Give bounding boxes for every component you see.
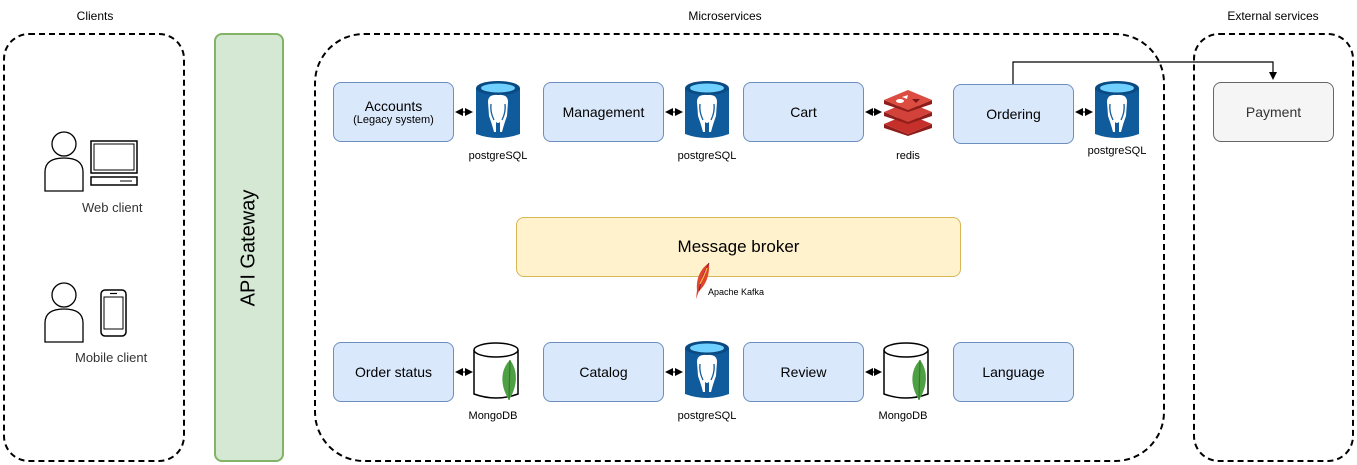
microservices-group (314, 33, 1165, 462)
web-user-icon (44, 131, 84, 192)
management-db-label: postgreSQL (677, 150, 737, 162)
review-db-label: MongoDB (878, 410, 928, 422)
catalog-postgresql-icon (685, 341, 729, 398)
review-mongodb-icon (883, 342, 929, 401)
cart-label: Cart (790, 104, 817, 120)
ordering-db-label: postgreSQL (1087, 145, 1147, 157)
mobile-client-label: Mobile client (75, 350, 148, 365)
catalog-db-label: postgreSQL (677, 410, 737, 422)
payment-label: Payment (1245, 104, 1302, 120)
microservices-group-title: Microservices (688, 9, 762, 23)
management-service: Management (543, 82, 664, 142)
accounts-service: Accounts (Legacy system) (333, 82, 454, 142)
external-group-title: External services (1227, 9, 1319, 23)
ordering-postgresql-icon (1095, 81, 1139, 138)
accounts-label: Accounts (364, 97, 423, 114)
language-label: Language (982, 364, 1045, 380)
order-status-service: Order status (333, 342, 454, 402)
monitor-icon (90, 140, 138, 186)
external-group (1193, 33, 1354, 462)
api-gateway: API Gateway (214, 33, 284, 462)
management-postgresql-icon (685, 81, 729, 138)
cart-redis-icon (884, 90, 932, 136)
ordering-service: Ordering (953, 84, 1074, 144)
ordering-payment-connector (1012, 61, 1277, 84)
catalog-service: Catalog (543, 342, 664, 402)
cart-service: Cart (743, 82, 864, 142)
accounts-postgresql-icon (476, 81, 520, 138)
web-client-label: Web client (82, 200, 143, 215)
kafka-label: Apache Kafka (708, 287, 765, 297)
ordering-label: Ordering (986, 106, 1041, 122)
order-status-label: Order status (354, 364, 433, 380)
management-label: Management (562, 104, 645, 120)
order-status-db-label: MongoDB (468, 410, 518, 422)
clients-group (3, 33, 185, 462)
message-broker: Message broker (516, 217, 961, 277)
accounts-db-label: postgreSQL (468, 150, 528, 162)
accounts-sublabel: (Legacy system) (353, 113, 434, 126)
catalog-label: Catalog (579, 364, 628, 380)
phone-icon (100, 289, 127, 337)
kafka-feather-icon (696, 262, 710, 299)
message-broker-label: Message broker (677, 237, 800, 256)
payment-service: Payment (1213, 82, 1334, 142)
cart-db-label: redis (896, 150, 920, 162)
review-label: Review (780, 364, 827, 380)
language-service: Language (953, 342, 1074, 402)
order-status-mongodb-icon (473, 342, 519, 401)
clients-group-title: Clients (76, 9, 114, 23)
mobile-user-icon (44, 282, 84, 343)
review-service: Review (743, 342, 864, 402)
